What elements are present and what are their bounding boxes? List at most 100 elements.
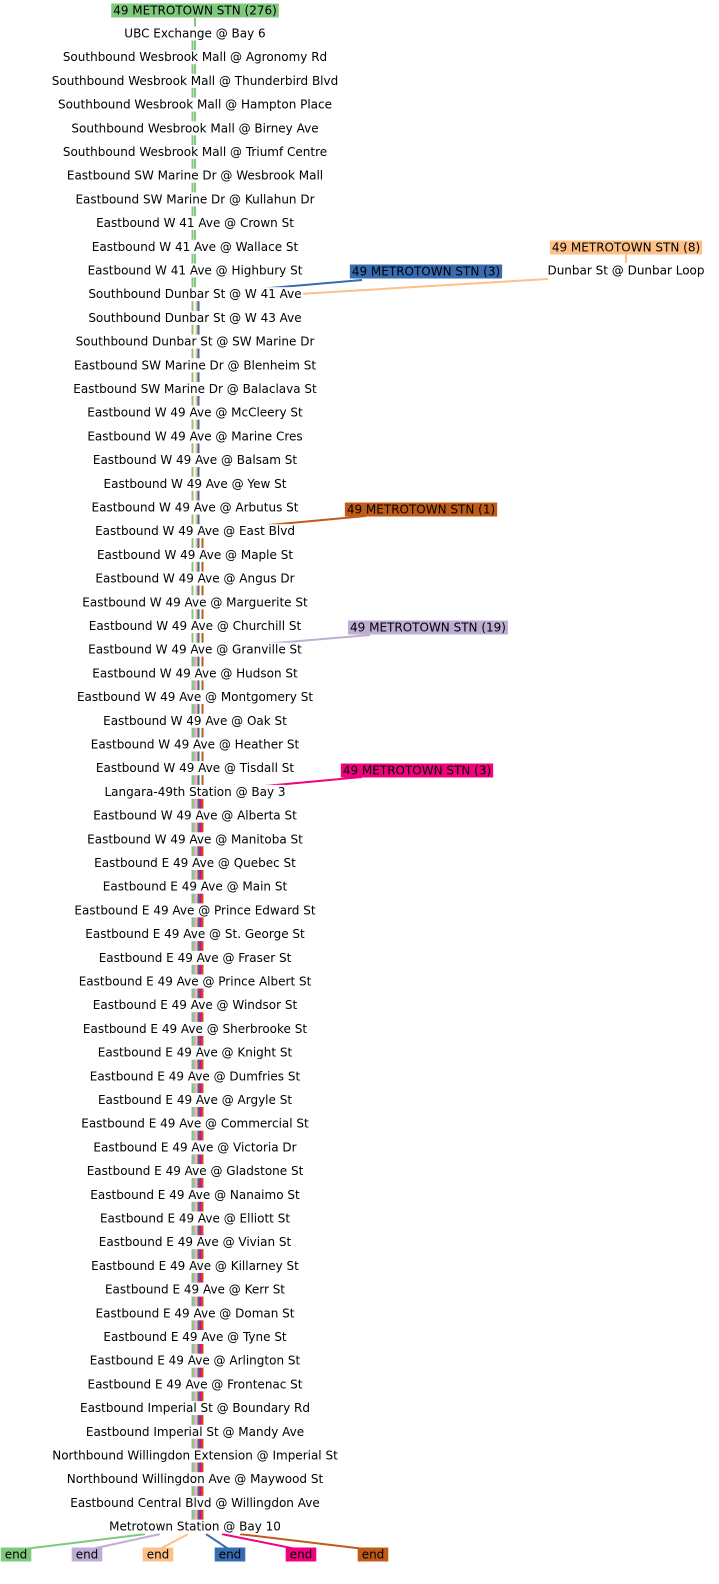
stop-eastbound-w-49-ave-marguerite-st: Eastbound W 49 Ave @ Marguerite St (82, 595, 308, 609)
stop-eastbound-sw-marine-dr-balaclava-st: Eastbound SW Marine Dr @ Balaclava St (73, 382, 317, 396)
end-box-pink (285, 1547, 317, 1562)
end-connector-brown (239, 1533, 374, 1551)
stop-eastbound-e-49-ave-dumfries-st: Eastbound E 49 Ave @ Dumfries St (90, 1069, 301, 1083)
stop-label-background (91, 453, 299, 468)
stop-eastbound-e-49-ave-quebec-st: Eastbound E 49 Ave @ Quebec St (94, 856, 296, 870)
route-label-blue: 49 METROTOWN STN (3) (352, 265, 500, 279)
stop-southbound-wesbrook-mall-triumf-centre: Southbound Wesbrook Mall @ Triumf Centre (63, 145, 327, 159)
stop-metrotown-station-bay-10: Metrotown Station @ Bay 10 (109, 1520, 281, 1534)
stop-eastbound-w-49-ave-hudson-st: Eastbound W 49 Ave @ Hudson St (92, 666, 298, 680)
end-connector-orange (157, 1533, 189, 1551)
stop-southbound-wesbrook-mall-thunderbird-blvd: Southbound Wesbrook Mall @ Thunderbird B… (52, 74, 338, 88)
end-box-green (0, 1547, 32, 1562)
stop-label-background (90, 500, 300, 515)
stop-label-background (73, 903, 317, 918)
stop-label-background (87, 310, 303, 325)
stop-label-background (94, 524, 296, 539)
stop-eastbound-e-49-ave-knight-st: Eastbound E 49 Ave @ Knight St (98, 1046, 293, 1060)
stop-eastbound-e-49-ave-windsor-st: Eastbound E 49 Ave @ Windsor St (93, 998, 298, 1012)
stop-label-background (87, 642, 304, 657)
stop-eastbound-e-49-ave-prince-edward-st: Eastbound E 49 Ave @ Prince Edward St (74, 903, 315, 917)
stop-label-background (91, 666, 300, 681)
stop-label-background (86, 263, 304, 278)
stop-label-background (97, 950, 293, 965)
stop-label-background (102, 713, 289, 728)
stop-label-background (94, 761, 296, 776)
stop-label-background (69, 1495, 321, 1510)
route-label-purple: 49 METROTOWN STN (19) (350, 621, 506, 635)
stop-eastbound-w-41-ave-highbury-st: Eastbound W 41 Ave @ Highbury St (88, 264, 303, 278)
stop-eastbound-imperial-st-boundary-rd: Eastbound Imperial St @ Boundary Rd (80, 1401, 310, 1415)
stop-eastbound-central-blvd-willingdon-ave: Eastbound Central Blvd @ Willingdon Ave (70, 1496, 319, 1510)
stop-label-background (101, 879, 289, 894)
stop-label-background (84, 1424, 306, 1439)
stop-southbound-dunbar-st-w-41-ave: Southbound Dunbar St @ W 41 Ave (88, 287, 301, 301)
stop-eastbound-sw-marine-dr-kullahun-dr: Eastbound SW Marine Dr @ Kullahun Dr (75, 192, 314, 206)
stop-southbound-wesbrook-mall-hampton-place: Southbound Wesbrook Mall @ Hampton Place (58, 98, 332, 112)
stop-label-background (88, 1353, 302, 1368)
end-label-orange: end (147, 1548, 170, 1562)
stop-eastbound-e-49-ave-argyle-st: Eastbound E 49 Ave @ Argyle St (98, 1093, 292, 1107)
end-label-blue: end (219, 1548, 242, 1562)
stop-eastbound-w-49-ave-manitoba-st: Eastbound W 49 Ave @ Manitoba St (87, 832, 303, 846)
stop-eastbound-e-49-ave-kerr-st: Eastbound E 49 Ave @ Kerr St (105, 1283, 285, 1297)
route-label-orange: 49 METROTOWN STN (8) (552, 241, 700, 255)
stop-label-background (102, 1330, 288, 1344)
stop-label-background (87, 619, 303, 633)
stop-label-background (108, 1519, 282, 1534)
stop-label-background (89, 1187, 301, 1202)
stop-label-background (103, 1282, 287, 1297)
end-box-blue (214, 1547, 246, 1562)
connector-orange (302, 278, 549, 295)
stop-eastbound-e-49-ave-gladstone-st: Eastbound E 49 Ave @ Gladstone St (87, 1164, 304, 1178)
end-box-purple (71, 1547, 103, 1562)
stop-label-background (75, 690, 315, 705)
stop-eastbound-w-49-ave-east-blvd: Eastbound W 49 Ave @ East Blvd (95, 524, 295, 538)
stop-label-background (86, 405, 305, 420)
stop-eastbound-w-49-ave-balsam-st: Eastbound W 49 Ave @ Balsam St (93, 453, 298, 467)
stop-label-background (98, 1211, 292, 1226)
stop-label-background (61, 145, 329, 159)
stop-eastbound-e-49-ave-elliott-st: Eastbound E 49 Ave @ Elliott St (100, 1212, 290, 1226)
stop-eastbound-w-49-ave-oak-st: Eastbound W 49 Ave @ Oak St (103, 714, 287, 728)
stop-label-background (96, 1045, 294, 1060)
stop-label-background (74, 192, 316, 207)
stop-eastbound-e-49-ave-st-george-st: Eastbound E 49 Ave @ St. George St (85, 927, 305, 941)
stop-label-background (78, 1401, 312, 1416)
stop-southbound-dunbar-st-sw-marine-dr: Southbound Dunbar St @ SW Marine Dr (76, 335, 315, 349)
stop-label-background (102, 476, 288, 491)
stop-label-background (88, 1069, 302, 1084)
stop-eastbound-w-49-ave-marine-cres: Eastbound W 49 Ave @ Marine Cres (87, 429, 302, 443)
stop-label-background (95, 216, 296, 231)
stop-label-background (94, 1306, 296, 1321)
stop-label-background (103, 784, 287, 799)
stop-label-background (72, 358, 318, 373)
stop-label-background (92, 808, 299, 823)
route-label-box-purple (348, 620, 508, 635)
stop-label-background (84, 927, 307, 942)
stop-eastbound-sw-marine-dr-wesbrook-mall: Eastbound SW Marine Dr @ Wesbrook Mall (67, 169, 323, 183)
stop-eastbound-e-49-ave-killarney-st: Eastbound E 49 Ave @ Killarney St (91, 1259, 299, 1273)
stop-eastbound-w-49-ave-angus-dr: Eastbound W 49 Ave @ Angus Dr (95, 572, 294, 586)
stop-label-background (89, 737, 301, 752)
stop-eastbound-w-49-ave-yew-st: Eastbound W 49 Ave @ Yew St (104, 477, 287, 491)
stop-eastbound-e-49-ave-frontenac-st: Eastbound E 49 Ave @ Frontenac St (87, 1377, 302, 1391)
stop-label-background (50, 73, 340, 88)
end-connector-green (15, 1533, 146, 1551)
stop-eastbound-e-49-ave-prince-albert-st: Eastbound E 49 Ave @ Prince Albert St (79, 975, 312, 989)
end-box-brown (357, 1547, 389, 1562)
route-label-box-orange (549, 240, 703, 255)
stop-eastbound-w-49-ave-granville-st: Eastbound W 49 Ave @ Granville St (88, 643, 302, 657)
stop-eastbound-e-49-ave-victoria-dr: Eastbound E 49 Ave @ Victoria Dr (93, 1140, 296, 1154)
route-label-box-brown (344, 502, 498, 517)
stop-eastbound-w-49-ave-arbutus-st: Eastbound W 49 Ave @ Arbutus St (92, 501, 299, 515)
stop-eastbound-e-49-ave-vivian-st: Eastbound E 49 Ave @ Vivian St (99, 1235, 292, 1249)
stop-eastbound-w-49-ave-montgomery-st: Eastbound W 49 Ave @ Montgomery St (77, 690, 313, 704)
stop-eastbound-e-49-ave-commercial-st: Eastbound E 49 Ave @ Commercial St (81, 1117, 309, 1131)
stop-label-background (93, 856, 298, 870)
stop-label-background (72, 382, 319, 396)
stop-label-background (91, 998, 299, 1013)
route-label-brown: 49 METROTOWN STN (1) (347, 503, 495, 517)
